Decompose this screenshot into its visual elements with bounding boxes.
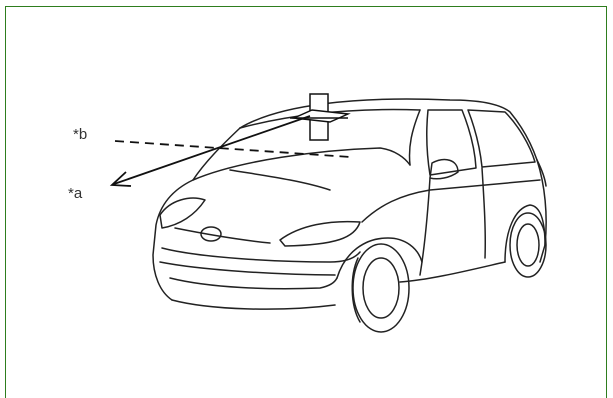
label-b: *b [73,126,87,143]
arrow-line-a [112,116,310,186]
roof-target-marker [290,94,348,140]
car-illustration [153,99,546,332]
label-a: *a [68,185,83,202]
